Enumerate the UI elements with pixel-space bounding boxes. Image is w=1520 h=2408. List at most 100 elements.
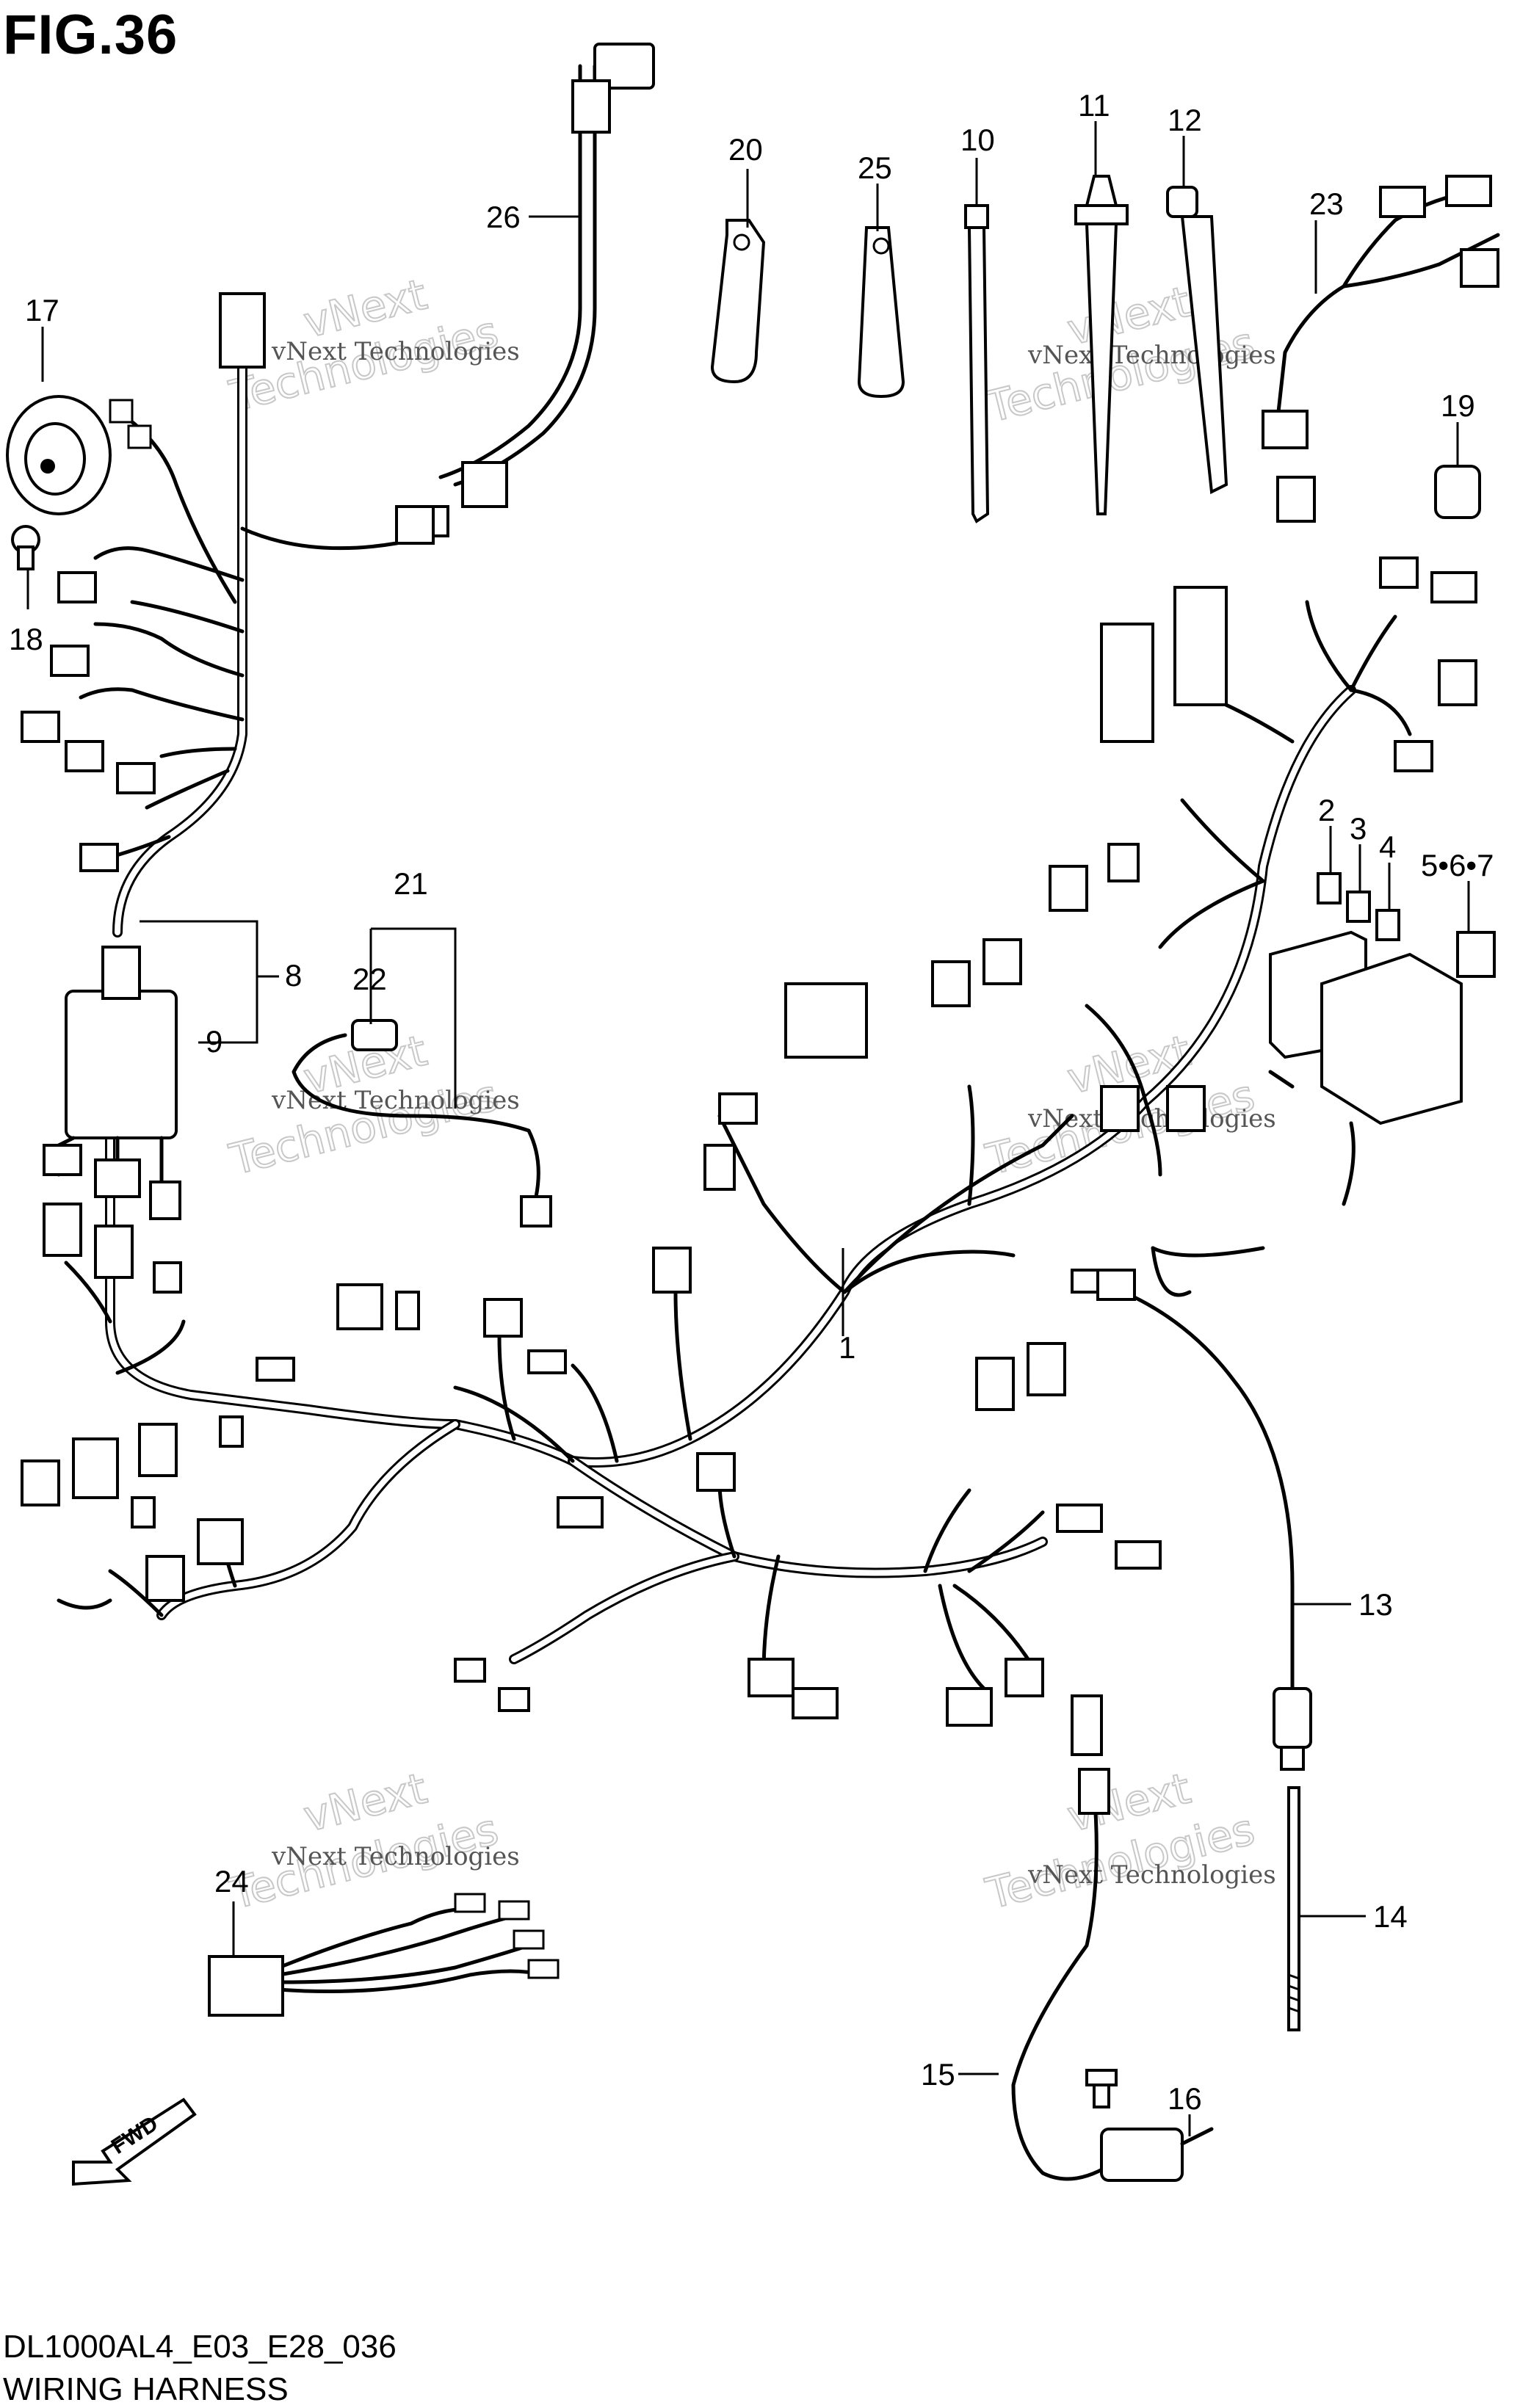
svg-text:vNext Technologies: vNext Technologies — [1027, 1860, 1276, 1890]
connector — [557, 1496, 604, 1528]
callout-11: 11 — [1078, 88, 1110, 123]
connector — [1262, 410, 1309, 449]
callout-18: 18 — [9, 622, 43, 656]
control-unit-box — [65, 990, 178, 1139]
callout-12: 12 — [1168, 103, 1202, 137]
fuse-box — [1268, 930, 1463, 1206]
screw-head — [1085, 2069, 1118, 2086]
connector — [395, 505, 435, 545]
sensor-lead-13 — [1096, 1269, 1312, 1771]
callout-5-6-7: 5•6•7 — [1421, 848, 1494, 882]
cable-tie-12 — [1166, 186, 1228, 495]
connector — [1166, 1085, 1206, 1132]
relay-body — [1456, 931, 1496, 978]
callout-8: 8 — [285, 958, 302, 993]
figure-title: FIG.36 — [3, 4, 178, 66]
terminal — [256, 1357, 295, 1382]
connector — [946, 1687, 993, 1727]
callout-23: 23 — [1309, 186, 1344, 221]
terminal — [498, 1687, 530, 1712]
connector — [792, 1687, 839, 1719]
connector — [57, 571, 97, 603]
cable-tie-11 — [1074, 175, 1129, 515]
main-wiring-harness — [21, 292, 1477, 1756]
fuses — [1317, 872, 1400, 941]
socket — [593, 43, 655, 90]
connector — [395, 1291, 420, 1330]
connector — [483, 1298, 523, 1338]
callout-4: 4 — [1379, 830, 1396, 864]
connector — [50, 645, 90, 677]
fuse-3 — [1346, 891, 1371, 923]
connector — [336, 1283, 383, 1330]
sensor-lead-21 — [292, 1019, 552, 1227]
connector — [1276, 476, 1316, 523]
connector — [43, 1144, 82, 1176]
svg-text:vNext Technologies: vNext Technologies — [271, 1842, 520, 1871]
connector — [21, 711, 60, 743]
tie-head — [1166, 186, 1198, 218]
connector — [72, 1437, 119, 1499]
connector — [748, 1658, 795, 1697]
connector — [652, 1247, 692, 1294]
terminal — [513, 1929, 545, 1950]
horn-terminal — [109, 399, 134, 424]
connector — [153, 1261, 182, 1294]
callout-9: 9 — [206, 1024, 222, 1059]
connector — [1049, 865, 1088, 912]
connector — [197, 1518, 244, 1565]
callout-19: 19 — [1441, 388, 1475, 423]
bolt — [11, 525, 40, 570]
terminal — [527, 1349, 567, 1374]
sensor-13 — [1273, 1687, 1312, 1749]
callout-22: 22 — [352, 962, 387, 996]
fwd-arrow-icon: FWD — [72, 2097, 197, 2186]
callout-10: 10 — [960, 123, 995, 157]
socket-body — [571, 79, 611, 134]
lead-wire-26 — [395, 43, 655, 545]
terminal — [498, 1900, 530, 1921]
connector — [1394, 740, 1433, 772]
connector — [138, 1423, 178, 1477]
connector — [520, 1195, 552, 1227]
sensor-tip — [1280, 1746, 1305, 1771]
terminal — [454, 1658, 486, 1683]
fuse-4 — [1375, 909, 1400, 941]
horn-terminal — [127, 424, 152, 449]
callout-17: 17 — [25, 293, 59, 327]
switch-15 — [1100, 2128, 1184, 2182]
diagram-name: WIRING HARNESS — [3, 2371, 289, 2407]
tie-anchor — [1074, 204, 1129, 225]
connector — [145, 1555, 185, 1602]
connector — [208, 1955, 284, 2017]
svg-text:vNext Technologies: vNext Technologies — [271, 337, 520, 366]
control-unit — [43, 946, 181, 1220]
leader-lines — [26, 121, 1470, 2136]
connector — [718, 1092, 758, 1125]
relay — [1456, 931, 1496, 978]
connector — [1071, 1694, 1103, 1756]
connector — [1438, 659, 1477, 706]
watermark: Technologies vNext vNext Technologies — [980, 276, 1276, 433]
connector — [1005, 1658, 1044, 1697]
connector — [21, 1459, 60, 1506]
horn-face — [24, 422, 86, 496]
bolt-shank — [17, 545, 35, 570]
screw-shank — [1093, 2084, 1110, 2108]
connector — [1096, 1269, 1136, 1301]
connector — [931, 960, 971, 1007]
connector — [1460, 248, 1499, 288]
multi-pin-connector — [219, 292, 266, 369]
spring-rod-14 — [1287, 1786, 1300, 2031]
connector — [703, 1144, 736, 1191]
multi-pin-connector — [1173, 586, 1228, 706]
connector — [79, 843, 119, 872]
connector — [149, 1181, 181, 1220]
callout-20: 20 — [728, 132, 763, 167]
callout-1: 1 — [839, 1330, 855, 1365]
control-unit-neck — [101, 946, 141, 1000]
sensor-22 — [351, 1019, 398, 1051]
connector — [1379, 556, 1419, 589]
connector — [1027, 1342, 1066, 1396]
